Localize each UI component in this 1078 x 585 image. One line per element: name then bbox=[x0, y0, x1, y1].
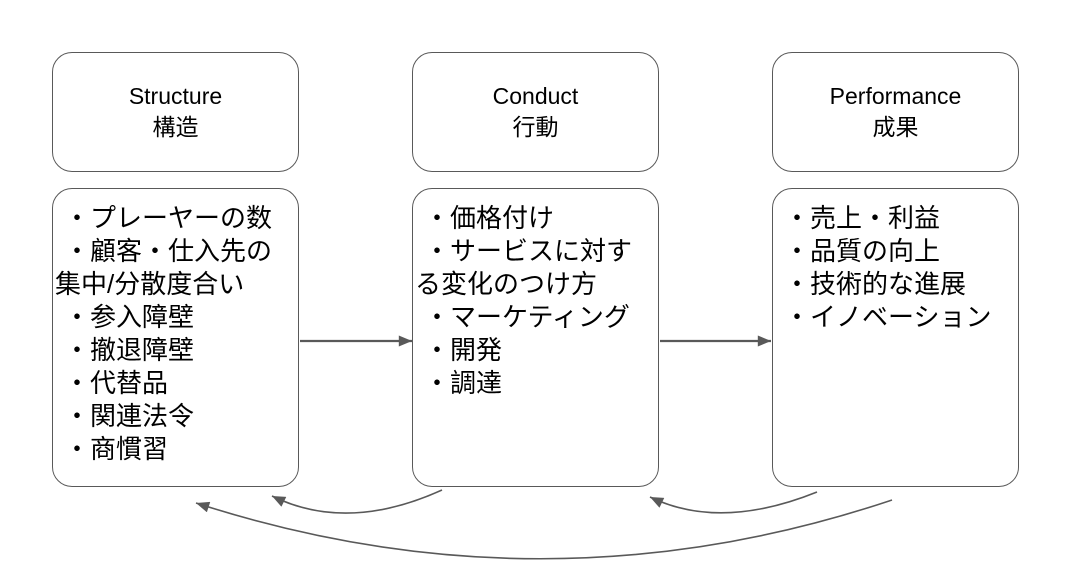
list-line: ・調達 bbox=[424, 368, 503, 398]
list-line: ・撤退障壁 bbox=[64, 335, 195, 365]
list-line: ・関連法令 bbox=[64, 401, 195, 431]
feedback-arrow-performance-to-structure bbox=[195, 499, 893, 560]
list-line: ・プレーヤーの数 bbox=[64, 203, 273, 233]
list-line: ・顧客・仕入先の bbox=[64, 236, 273, 266]
structure-title-en: Structure bbox=[128, 83, 223, 109]
performance-body-box: ・売上・利益 ・品質の向上 ・技術的な進展 ・イノベーション bbox=[772, 188, 1019, 487]
list-line: ・マーケティング bbox=[424, 302, 630, 332]
list-line: ・技術的な進展 bbox=[784, 269, 967, 299]
list-line: ・サービスに対す bbox=[424, 236, 633, 266]
list-line: ・代替品 bbox=[64, 368, 169, 398]
list-line: ・イノベーション bbox=[784, 302, 992, 332]
structure-body-box: ・プレーヤーの数 ・顧客・仕入先の 集中/分散度合い ・参入障壁 ・撤退障壁 ・… bbox=[52, 188, 299, 487]
conduct-title-ja: 行動 bbox=[512, 114, 559, 140]
list-line: ・参入障壁 bbox=[64, 302, 195, 332]
list-line: ・売上・利益 bbox=[784, 203, 941, 233]
list-line: ・商慣習 bbox=[64, 434, 169, 464]
conduct-header-box: Conduct 行動 bbox=[412, 52, 659, 172]
structure-title-ja: 構造 bbox=[152, 114, 199, 140]
conduct-body-box: ・価格付け ・サービスに対す る変化のつけ方 ・マーケティング ・開発 ・調達 bbox=[412, 188, 659, 487]
performance-title-en: Performance bbox=[829, 83, 962, 109]
list-line: 集中/分散度合い bbox=[55, 269, 245, 299]
list-line: ・開発 bbox=[424, 335, 503, 365]
performance-title-ja: 成果 bbox=[872, 114, 919, 140]
conduct-title-en: Conduct bbox=[492, 83, 579, 109]
list-line: る変化のつけ方 bbox=[415, 269, 598, 299]
feedback-arrow-performance-to-conduct bbox=[649, 491, 818, 514]
structure-header-box: Structure 構造 bbox=[52, 52, 299, 172]
list-line: ・価格付け bbox=[424, 203, 555, 233]
feedback-arrow-conduct-to-structure bbox=[271, 489, 443, 514]
list-line: ・品質の向上 bbox=[784, 236, 941, 266]
performance-header-box: Performance 成果 bbox=[772, 52, 1019, 172]
